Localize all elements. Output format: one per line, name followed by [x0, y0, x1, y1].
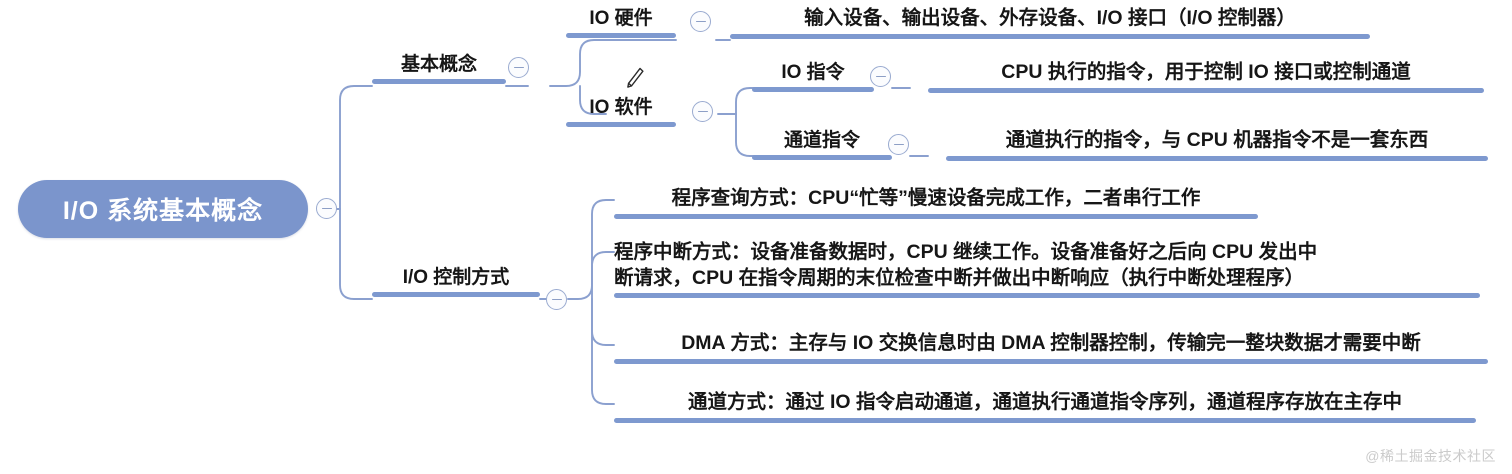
- collapse-badge-io-hardware[interactable]: [690, 11, 711, 32]
- collapse-badge-io-control-modes[interactable]: [546, 289, 567, 310]
- topic-underline: [614, 213, 1258, 219]
- root-node[interactable]: I/O 系统基本概念: [18, 180, 308, 238]
- collapse-badge-channel-instruction[interactable]: [888, 134, 909, 155]
- topic-dma-mode-text: DMA 方式：主存与 IO 交换信息时由 DMA 控制器控制，传输完一整块数据才…: [681, 332, 1421, 354]
- topic-io-instruction[interactable]: IO 指令: [752, 60, 874, 93]
- topic-basic-concepts[interactable]: 基本概念: [372, 52, 506, 85]
- topic-io-hardware-detail-text: 输入设备、输出设备、外存设备、I/O 接口（I/O 控制器）: [804, 7, 1296, 29]
- collapse-badge-root[interactable]: [316, 198, 337, 219]
- topic-underline: [614, 293, 1480, 299]
- topic-io-control-modes[interactable]: I/O 控制方式: [372, 265, 540, 298]
- topic-underline: [730, 33, 1370, 39]
- root-node-label: I/O 系统基本概念: [62, 197, 264, 225]
- topic-program-interrupt-line1: 程序中断方式：设备准备数据时，CPU 继续工作。设备准备好之后向 CPU 发出中: [614, 241, 1318, 263]
- topic-io-software-label: IO 软件: [589, 97, 653, 118]
- collapse-badge-io-software[interactable]: [692, 101, 713, 122]
- topic-underline: [614, 417, 1476, 423]
- topic-channel-instruction-detail-text: 通道执行的指令，与 CPU 机器指令不是一套东西: [1005, 129, 1429, 151]
- topic-channel-mode-text: 通道方式：通过 IO 指令启动通道，通道执行通道指令序列，通道程序存放在主存中: [688, 391, 1402, 413]
- pencil-icon[interactable]: [624, 66, 646, 90]
- collapse-badge-io-instruction[interactable]: [870, 66, 891, 87]
- collapse-badge-basic-concepts[interactable]: [508, 57, 529, 78]
- topic-channel-instruction[interactable]: 通道指令: [752, 128, 892, 161]
- topic-channel-mode[interactable]: 通道方式：通过 IO 指令启动通道，通道执行通道指令序列，通道程序存放在主存中: [614, 390, 1476, 423]
- topic-io-instruction-detail[interactable]: CPU 执行的指令，用于控制 IO 接口或控制通道: [928, 60, 1484, 93]
- topic-underline: [614, 358, 1488, 364]
- topic-channel-instruction-label: 通道指令: [783, 130, 860, 151]
- topic-underline: [946, 155, 1488, 161]
- topic-underline: [566, 33, 676, 39]
- topic-underline: [752, 155, 892, 161]
- topic-program-polling[interactable]: 程序查询方式：CPU“忙等”慢速设备完成工作，二者串行工作: [614, 186, 1258, 219]
- topic-underline: [372, 79, 506, 85]
- topic-channel-instruction-detail[interactable]: 通道执行的指令，与 CPU 机器指令不是一套东西: [946, 128, 1488, 161]
- topic-dma-mode[interactable]: DMA 方式：主存与 IO 交换信息时由 DMA 控制器控制，传输完一整块数据才…: [614, 331, 1488, 364]
- topic-io-hardware-label: IO 硬件: [589, 8, 653, 29]
- topic-underline: [566, 122, 676, 128]
- topic-io-control-modes-label: I/O 控制方式: [402, 267, 510, 288]
- topic-io-hardware[interactable]: IO 硬件: [566, 6, 676, 39]
- topic-program-interrupt-line2: 断请求，CPU 在指令周期的末位检查中断并做出中断响应（执行中断处理程序）: [614, 266, 1305, 289]
- topic-basic-concepts-label: 基本概念: [400, 54, 477, 75]
- watermark: @稀土掘金技术社区: [1365, 448, 1496, 464]
- topic-program-interrupt[interactable]: 程序中断方式：设备准备数据时，CPU 继续工作。设备准备好之后向 CPU 发出中…: [614, 240, 1480, 299]
- topic-io-software[interactable]: IO 软件: [566, 95, 676, 128]
- topic-underline: [752, 87, 874, 93]
- topic-io-instruction-label: IO 指令: [781, 62, 845, 83]
- topic-io-instruction-detail-text: CPU 执行的指令，用于控制 IO 接口或控制通道: [1001, 61, 1411, 83]
- topic-io-hardware-detail[interactable]: 输入设备、输出设备、外存设备、I/O 接口（I/O 控制器）: [730, 6, 1370, 39]
- topic-program-polling-text: 程序查询方式：CPU“忙等”慢速设备完成工作，二者串行工作: [671, 187, 1201, 209]
- topic-underline: [928, 87, 1484, 93]
- topic-underline: [372, 292, 540, 298]
